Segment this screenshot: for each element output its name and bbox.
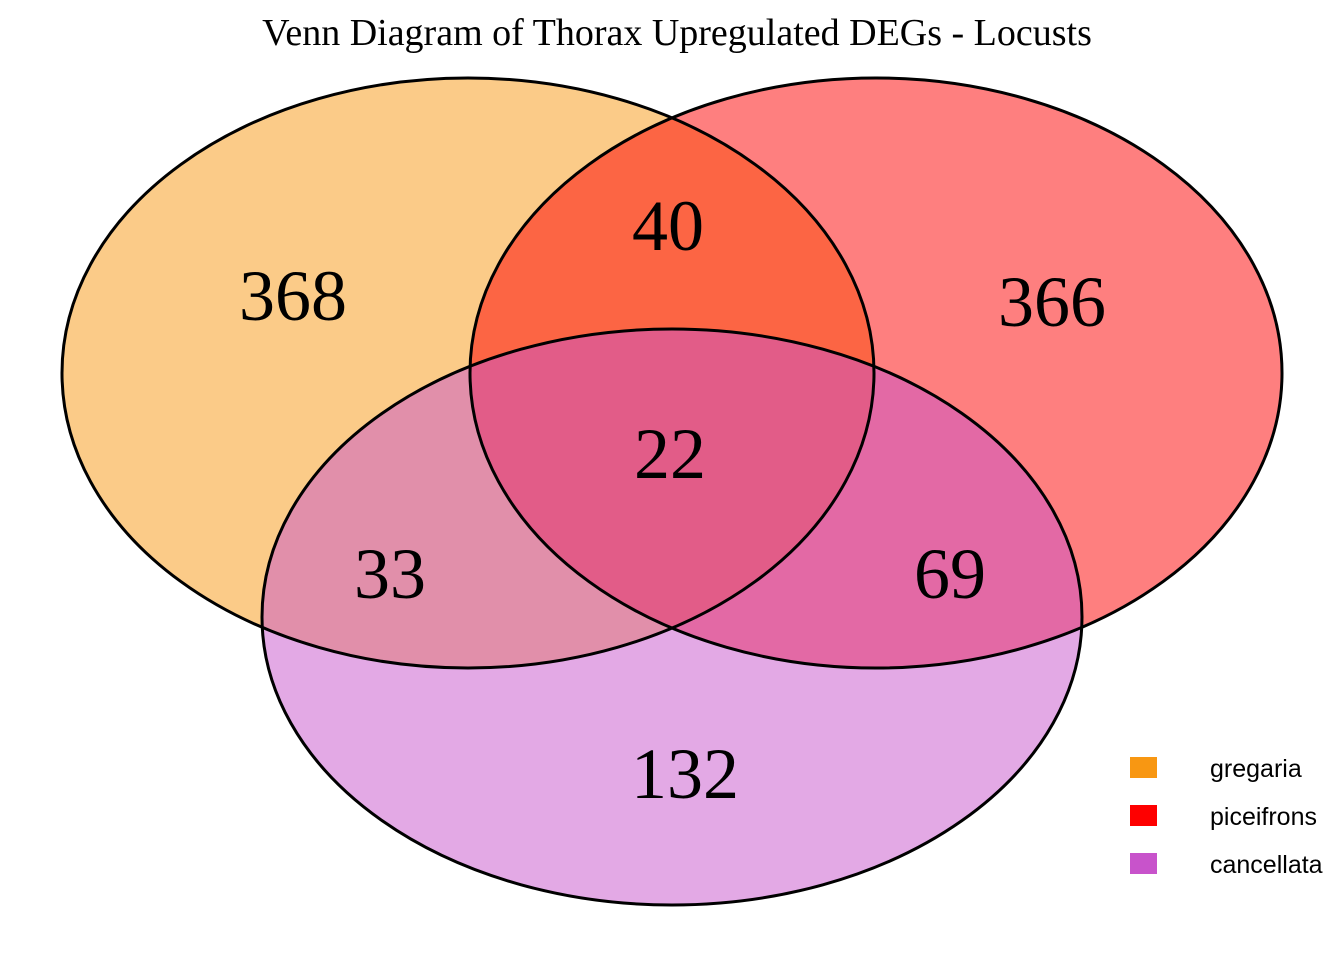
region-count-piceifrons-only: 366 — [998, 262, 1106, 342]
region-count-gregaria-only: 368 — [239, 256, 347, 336]
cancellata-set-fill — [262, 329, 1082, 905]
region-count-triple-overlap: 22 — [634, 414, 706, 494]
piceifrons-set-outline — [468, 76, 1284, 670]
legend-label-gregaria: gregaria — [1210, 755, 1302, 783]
legend-label-cancellata: cancellata — [1210, 851, 1323, 879]
legend-item-piceifrons: piceifrons — [1130, 803, 1317, 831]
region-count-gregaria-piceifrons: 40 — [632, 186, 704, 266]
piceifrons-swatch-icon — [1130, 805, 1157, 826]
region-count-cancellata-only: 132 — [631, 734, 739, 814]
gregaria-swatch-icon — [1130, 757, 1157, 778]
cancellata-set-outline — [260, 327, 1084, 907]
region-counts: 368 366 132 40 33 69 22 — [239, 186, 1106, 814]
set-fills — [62, 78, 1282, 905]
set-outlines — [60, 76, 1284, 907]
gregaria-set-outline — [60, 76, 876, 670]
cancellata-swatch-icon — [1130, 853, 1157, 874]
legend-label-piceifrons: piceifrons — [1210, 803, 1317, 831]
chart-title: Venn Diagram of Thorax Upregulated DEGs … — [262, 12, 1092, 54]
legend: gregaria piceifrons cancellata — [1130, 755, 1323, 879]
region-count-piceifrons-cancellata: 69 — [914, 534, 986, 614]
region-count-gregaria-cancellata: 33 — [354, 534, 426, 614]
legend-item-cancellata: cancellata — [1130, 851, 1323, 879]
legend-item-gregaria: gregaria — [1130, 755, 1302, 783]
